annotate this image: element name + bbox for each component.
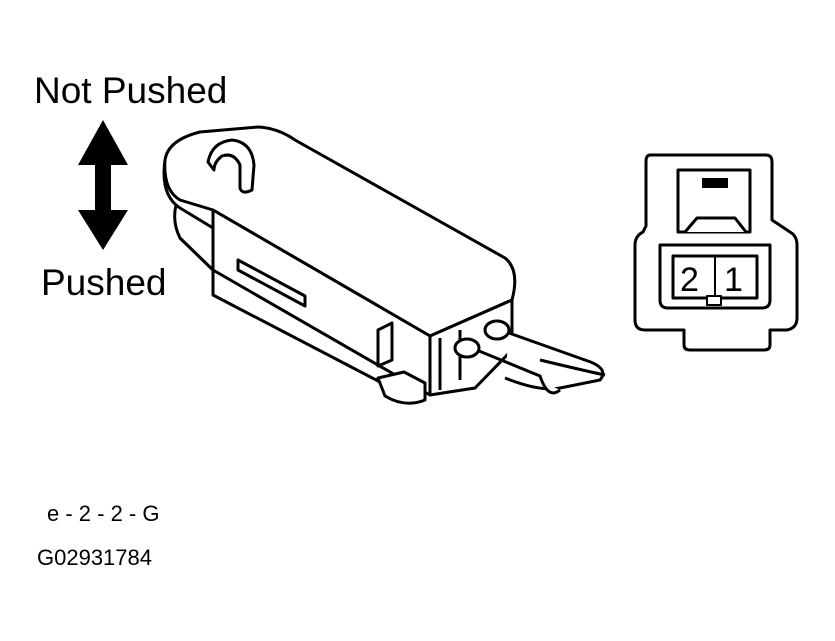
not-pushed-label: Not Pushed xyxy=(34,70,228,111)
pushed-label: Pushed xyxy=(41,262,167,303)
tester-probe-icon xyxy=(453,319,606,395)
pin-1-label: 1 xyxy=(724,261,743,299)
figure-code: e - 2 - 2 - G xyxy=(47,501,160,526)
figure-id: G02931784 xyxy=(37,545,152,570)
connector-face-icon xyxy=(633,153,799,352)
pin-2-label: 2 xyxy=(680,261,699,299)
double-vertical-arrow-icon xyxy=(78,120,128,250)
door-switch-icon xyxy=(162,125,517,405)
